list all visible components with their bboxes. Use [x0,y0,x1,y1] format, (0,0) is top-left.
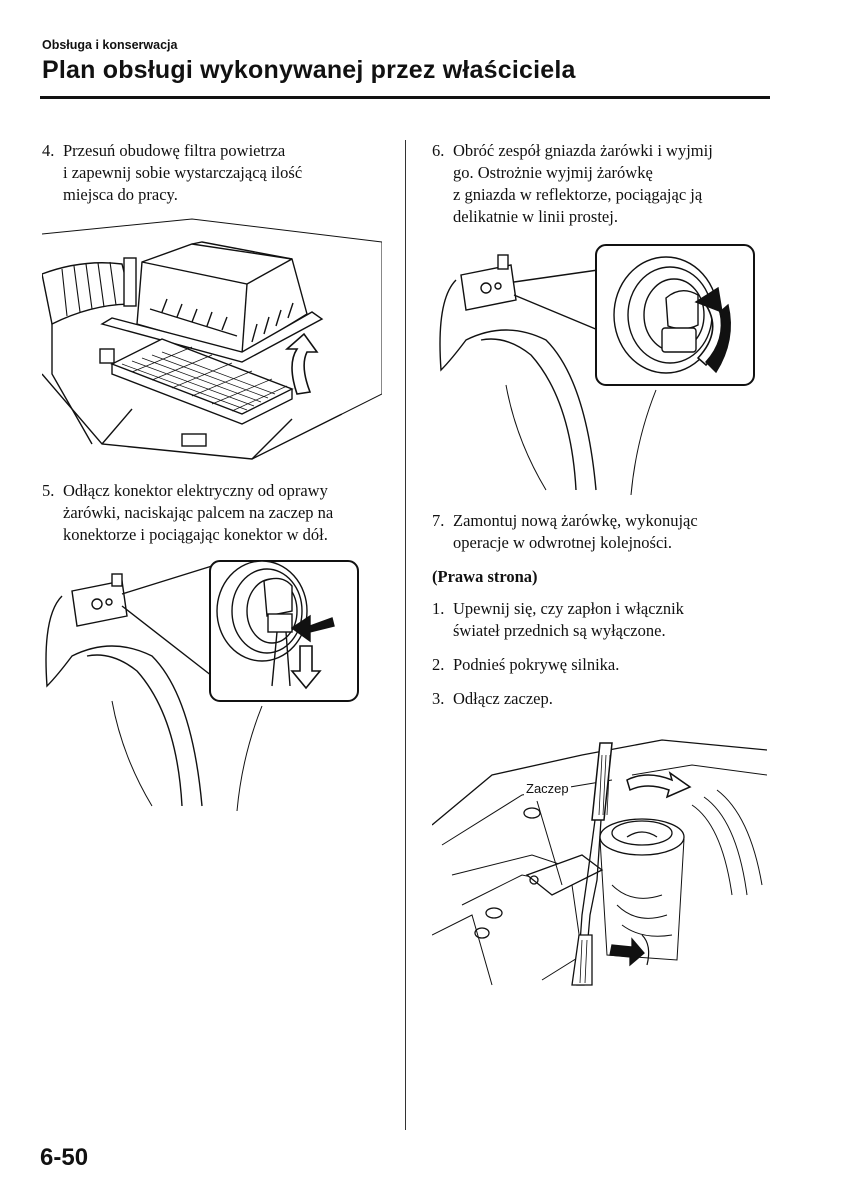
step-7: 7. Zamontuj nową żarówkę, wykonując oper… [432,510,782,554]
step-line: konektorze i pociągając konektor w dół. [63,525,328,544]
title-rule [40,96,770,99]
step-line: miejsca do pracy. [63,185,178,204]
connector-figure [42,556,372,816]
step-number: 2. [432,655,445,674]
step-line: z gniazda w reflektorze, pociągając ją [453,185,703,204]
section-label: Obsługa i konserwacja [42,38,178,52]
step-number: 3. [432,689,445,708]
step-5: 5. Odłącz konektor elektryczny od oprawy… [42,480,397,546]
substep-3: 3. Odłącz zaczep. [432,688,782,710]
step-line: żarówki, naciskając palcem na zaczep na [63,503,334,522]
substep-2: 2. Podnieś pokrywę silnika. [432,654,782,676]
step-line: operacje w odwrotnej kolejności. [453,533,673,552]
step-line: Odłącz konektor elektryczny od oprawy [63,481,328,500]
step-line: go. Ostrożnie wyjmij żarówkę [453,163,653,182]
step-line: świateł przednich są wyłączone. [453,621,666,640]
air-filter-figure [42,214,382,464]
substep-1: 1. Upewnij się, czy zapłon i włącznik św… [432,598,782,642]
step-number: 4. [42,141,55,160]
step-number: 5. [42,481,55,500]
page-title: Plan obsługi wykonywanej przez właścicie… [42,56,576,84]
step-number: 1. [432,599,445,618]
step-line: Odłącz zaczep. [453,689,553,708]
step-4: 4. Przesuń obudowę filtra powietrza i za… [42,140,392,206]
figure-label-zaczep: Zaczep [524,781,571,796]
step-number: 7. [432,511,445,530]
step-number: 6. [432,141,445,160]
subheading-right-side: (Prawa strona) [432,567,538,586]
step-line: delikatnie w linii prostej. [453,207,618,226]
bulb-socket-figure [436,240,766,500]
step-line: Podnieś pokrywę silnika. [453,655,620,674]
step-line: Przesuń obudowę filtra powietrza [63,141,286,160]
step-line: Zamontuj nową żarówkę, wykonując [453,511,698,530]
step-6: 6. Obróć zespół gniazda żarówki i wyjmij… [432,140,782,228]
page-number: 6-50 [40,1144,89,1171]
column-divider [405,140,406,1130]
step-line: Upewnij się, czy zapłon i włącznik [453,599,684,618]
step-line: Obróć zespół gniazda żarówki i wyjmij [453,141,713,160]
clip-figure: Zaczep [432,735,767,995]
step-line: i zapewnij sobie wystarczającą ilość [63,163,303,182]
